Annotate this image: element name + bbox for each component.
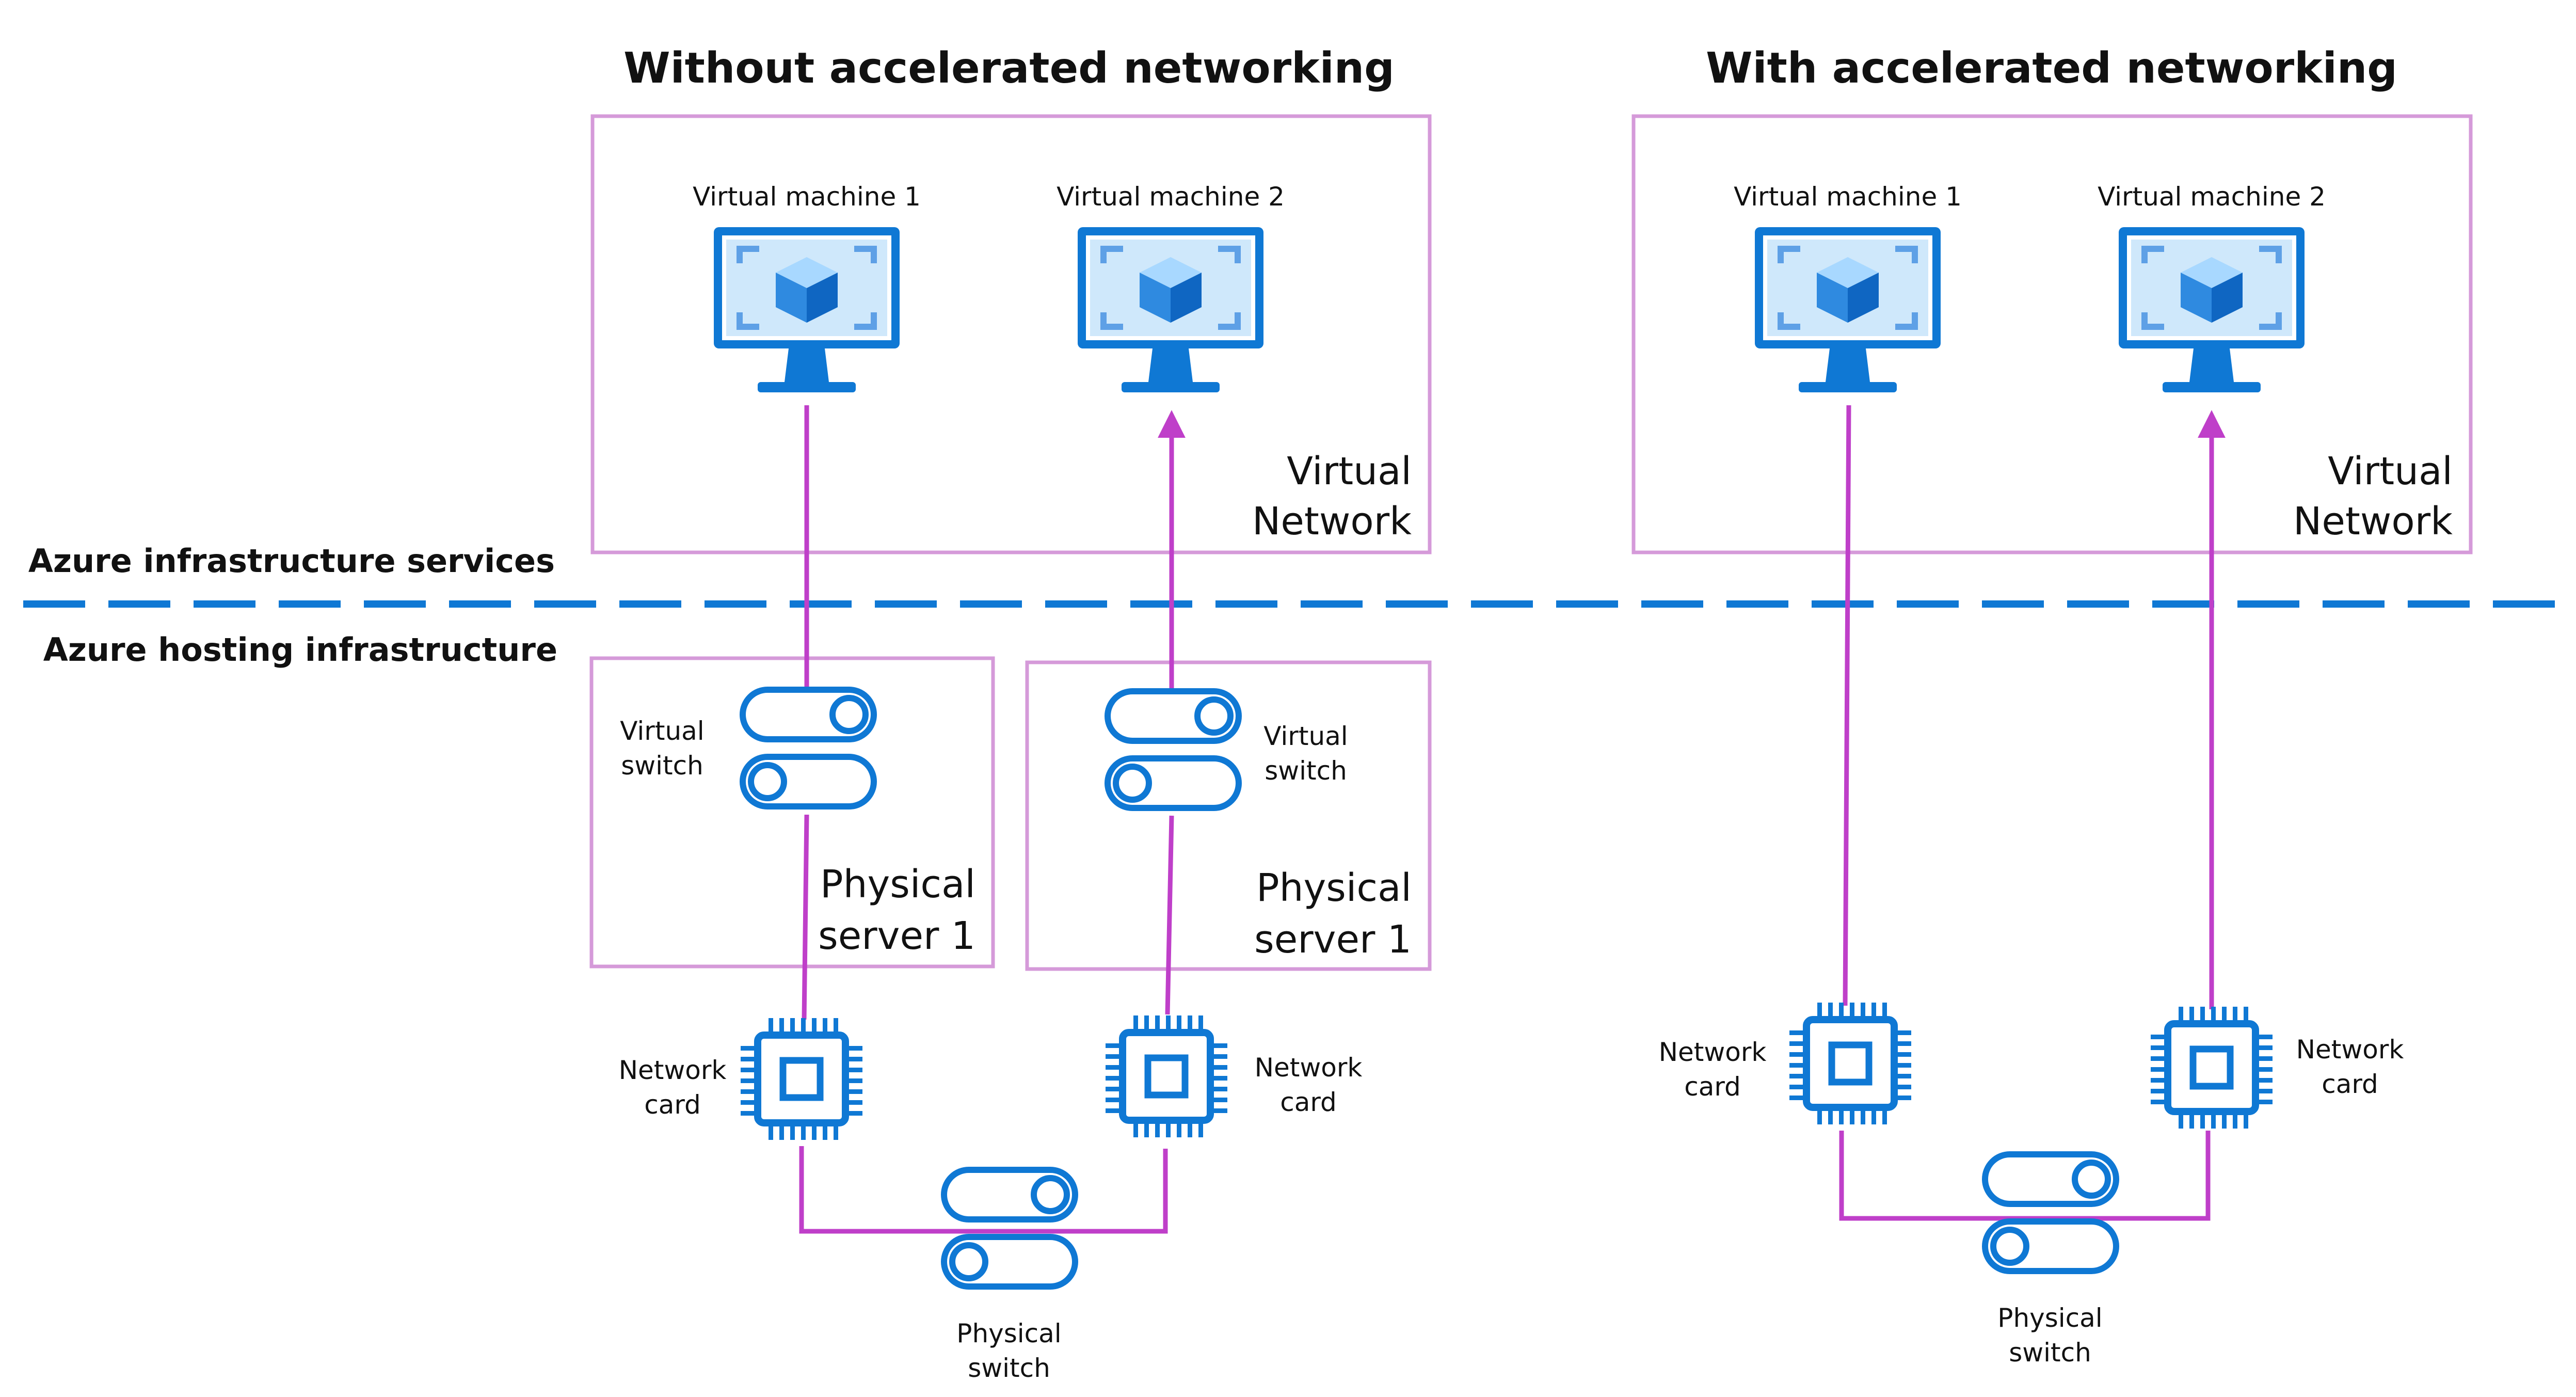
chip-icon: [741, 1018, 862, 1140]
layer-label-services: Azure infrastructure services: [28, 542, 555, 580]
left-virtual-network-box: [590, 114, 1432, 554]
right-link-vm1-nic1: [1843, 405, 1851, 1006]
left-pswitch-label-line1: Physical: [956, 1319, 1061, 1348]
left-vswitch2-label-line2: switch: [1265, 756, 1347, 786]
left-vnet-label-line2: Network: [1252, 499, 1412, 544]
right-nic2-label-line1: Network: [2296, 1035, 2404, 1065]
left-link-nic-pswitch: [799, 1146, 1168, 1234]
right-vnet-label-line2: Network: [2293, 499, 2453, 544]
virtual-machine-icon: [714, 227, 900, 392]
virtual-machine-icon: [1755, 227, 1941, 392]
right-vm2-label: Virtual machine 2: [2098, 182, 2326, 212]
virtual-machine-icon: [1078, 227, 1263, 392]
right-nic1-label-line1: Network: [1659, 1037, 1767, 1067]
left-nic1-label-line2: card: [644, 1090, 701, 1120]
right-vnet-label-line1: Virtual: [2328, 449, 2453, 494]
left-vnet-label-line1: Virtual: [1287, 449, 1412, 494]
title-without: Without accelerated networking: [623, 44, 1395, 93]
right-nic1-label-line2: card: [1684, 1072, 1741, 1102]
left-vm2-label: Virtual machine 2: [1057, 182, 1285, 212]
left-server1-label-line2: server 1: [818, 914, 975, 958]
switch-toggle-icon: [1108, 691, 1239, 808]
left-server1-label-line1: Physical: [820, 862, 975, 907]
right-vm1-label: Virtual machine 1: [1734, 182, 1962, 212]
left-physical-server-box-2: [1025, 660, 1432, 971]
switch-toggle-icon: [944, 1170, 1075, 1287]
left-nic1-label-line1: Network: [619, 1055, 727, 1085]
chip-icon: [1789, 1003, 1911, 1124]
left-vswitch2-label-line1: Virtual: [1263, 721, 1348, 751]
left-link-vswitch-nic2: [1165, 815, 1174, 1015]
left-link-vswitch-nic1: [802, 814, 809, 1020]
switch-toggle-icon: [743, 690, 874, 806]
left-server2-label-line2: server 1: [1254, 917, 1412, 962]
switch-toggle-icon: [1985, 1154, 2116, 1271]
right-nic2-label-line2: card: [2322, 1069, 2378, 1099]
right-virtual-network-box: [1631, 114, 2473, 554]
chip-icon: [2151, 1007, 2273, 1129]
left-physical-server-box-1: [589, 656, 995, 969]
virtual-machine-icon: [2119, 227, 2305, 392]
chip-icon: [1106, 1015, 1227, 1137]
left-vswitch1-label-line2: switch: [621, 751, 703, 781]
left-server2-label-line1: Physical: [1256, 866, 1412, 910]
right-pswitch-label-line2: switch: [2009, 1338, 2091, 1368]
left-nic2-label-line2: card: [1280, 1087, 1337, 1117]
left-vm1-label: Virtual machine 1: [693, 182, 921, 212]
layer-label-hosting: Azure hosting infrastructure: [43, 631, 557, 669]
left-pswitch-label-line2: switch: [968, 1353, 1050, 1383]
left-nic2-label-line1: Network: [1255, 1053, 1363, 1083]
title-with: With accelerated networking: [1706, 44, 2397, 93]
left-vswitch1-label-line1: Virtual: [620, 716, 704, 746]
right-pswitch-label-line1: Physical: [1997, 1303, 2102, 1333]
